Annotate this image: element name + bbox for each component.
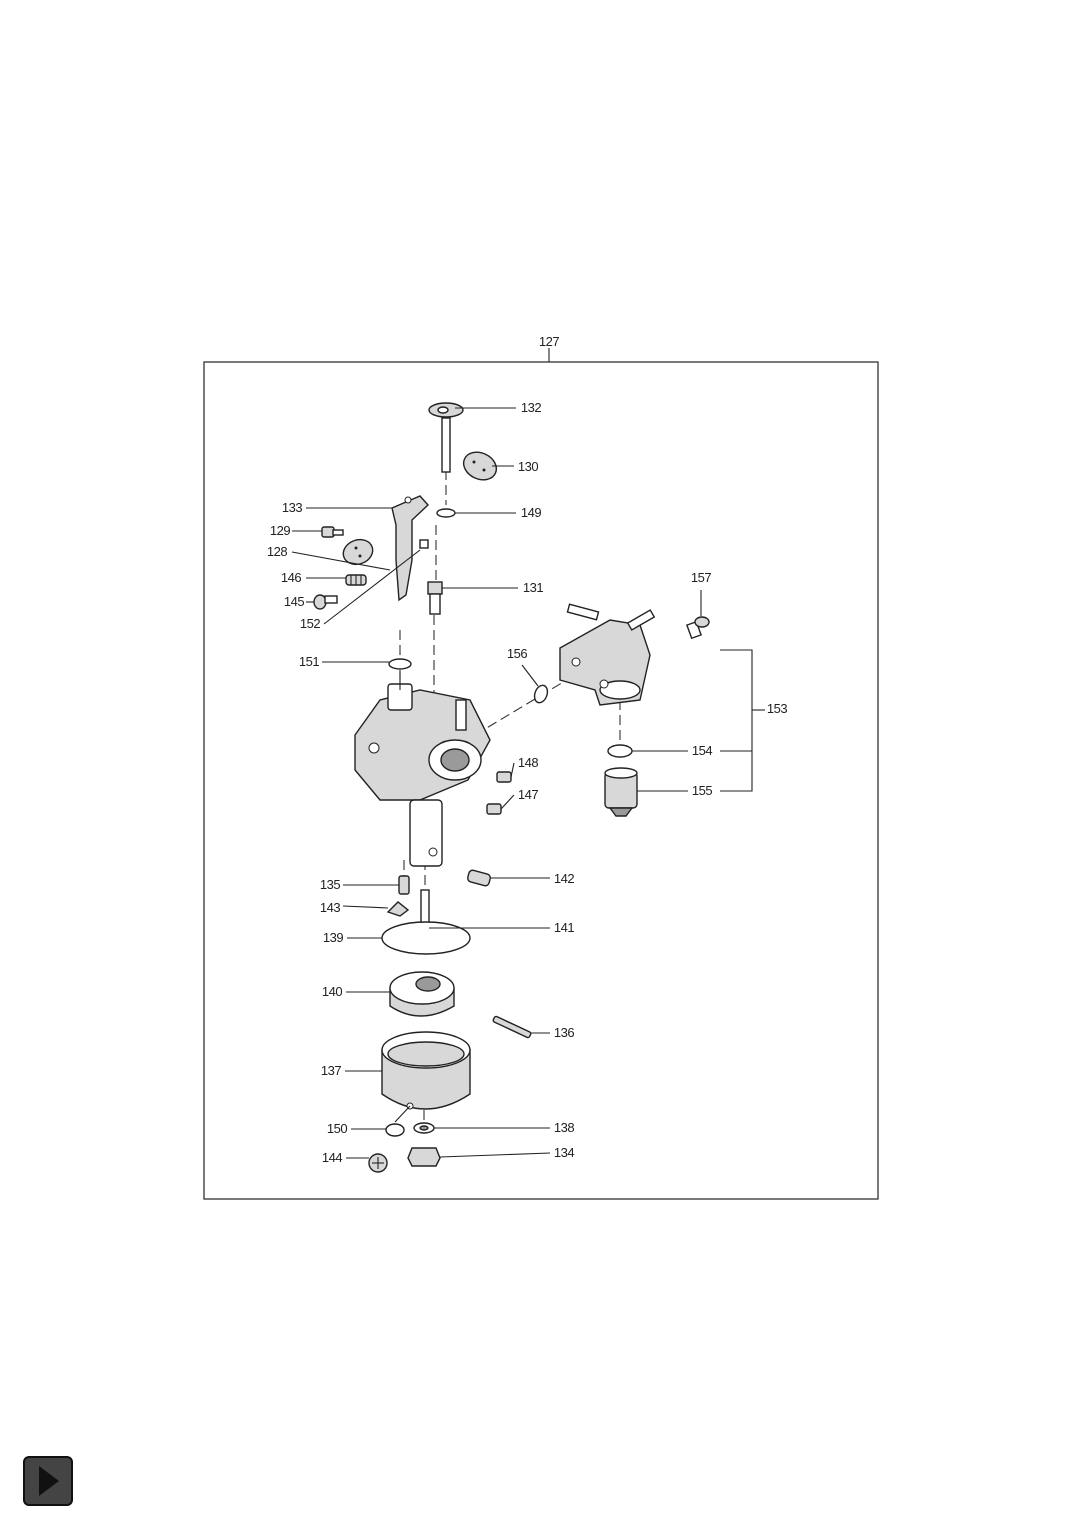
part-label-130: 130 — [518, 459, 538, 474]
part-130-throttle-plate — [462, 451, 498, 481]
part-label-142: 142 — [554, 871, 574, 886]
next-page-button[interactable] — [23, 1456, 73, 1506]
leader-148 — [510, 762, 515, 778]
part-label-145: 145 — [284, 594, 304, 609]
part-150-washer — [385, 1123, 405, 1137]
part-155-filter — [604, 767, 638, 817]
part-131-main-jet — [427, 581, 443, 615]
part-146-spring — [345, 574, 367, 586]
part-label-143: 143 — [320, 900, 340, 915]
leader-152 — [323, 549, 421, 625]
part-label-150: 150 — [327, 1121, 347, 1136]
part-134-nut — [407, 1147, 441, 1167]
assembly-frame — [203, 361, 879, 1200]
part-157-bolt — [686, 616, 710, 640]
part-label-141: 141 — [554, 920, 574, 935]
part-label-151: 151 — [299, 654, 319, 669]
part-label-154: 154 — [692, 743, 712, 758]
leader-156 — [521, 664, 539, 687]
part-label-140: 140 — [322, 984, 342, 999]
part-label-147: 147 — [518, 787, 538, 802]
part-149-o-ring — [436, 508, 456, 518]
play-icon — [39, 1466, 59, 1496]
part-148-screw — [496, 771, 512, 783]
part-143-clip — [386, 901, 410, 917]
part-135-needle — [398, 875, 410, 895]
part-label-135: 135 — [320, 877, 340, 892]
part-139-bowl-gasket — [381, 921, 471, 955]
leader-128 — [291, 551, 391, 571]
part-label-132: 132 — [521, 400, 541, 415]
part-label-146: 146 — [281, 570, 301, 585]
part-137-float-bowl — [381, 1031, 471, 1110]
leader-extra-0 — [394, 1105, 411, 1123]
part-156-gasket — [533, 684, 549, 704]
leader-143 — [342, 905, 389, 909]
assembly-number-label: 127 — [539, 334, 559, 349]
part-140-float — [389, 971, 455, 1017]
callout-labels: 132 130 149 133 129 128 146 145 152 131 157 151 156 1… — [267, 400, 788, 1165]
part-label-136: 136 — [554, 1025, 574, 1040]
carburetor-body — [354, 683, 491, 867]
part-129-screw — [321, 526, 344, 538]
part-label-153: 153 — [767, 701, 787, 716]
part-label-131: 131 — [523, 580, 543, 595]
part-label-144: 144 — [322, 1150, 342, 1165]
part-133-choke-lever — [391, 495, 429, 602]
part-128-choke-plate — [342, 538, 374, 566]
part-label-152: 152 — [300, 616, 320, 631]
part-142-idle-screw — [467, 869, 491, 887]
part-144-screw — [368, 1153, 388, 1173]
part-153-fuel-assembly — [559, 603, 656, 706]
part-label-148: 148 — [518, 755, 538, 770]
part-151-o-ring — [388, 658, 412, 670]
part-label-155: 155 — [692, 783, 712, 798]
part-label-129: 129 — [270, 523, 290, 538]
part-label-128: 128 — [267, 544, 287, 559]
part-136-pin — [492, 1015, 532, 1039]
part-147-screw — [486, 803, 502, 815]
part-154-washer — [607, 744, 633, 758]
part-label-133: 133 — [282, 500, 302, 515]
leader-147 — [500, 794, 515, 810]
part-132-throttle-shaft — [428, 402, 464, 473]
part-label-157: 157 — [691, 570, 711, 585]
part-label-149: 149 — [521, 505, 541, 520]
part-138-washer — [413, 1122, 435, 1134]
part-label-134: 134 — [554, 1145, 574, 1160]
part-label-139: 139 — [323, 930, 343, 945]
part-label-137: 137 — [321, 1063, 341, 1078]
part-145-screw — [313, 594, 338, 610]
leader-134 — [439, 1152, 551, 1158]
group-153-bracket — [720, 649, 753, 792]
callout-leaders — [291, 407, 702, 1159]
part-label-156: 156 — [507, 646, 527, 661]
part-label-138: 138 — [554, 1120, 574, 1135]
